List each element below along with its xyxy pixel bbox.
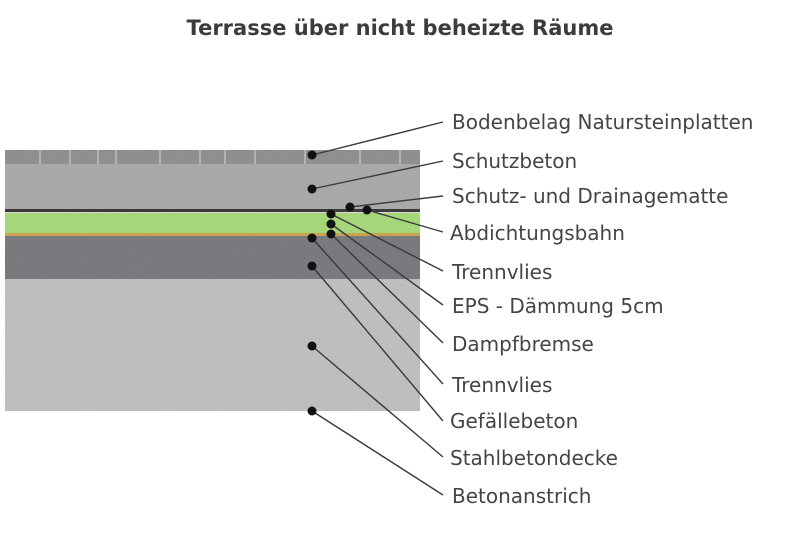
leader-lines (311, 121, 444, 496)
marker-dot (307, 184, 317, 194)
layer-trennvlies (5, 212, 420, 213)
leader-line (330, 213, 444, 272)
label-drainagematte: Schutz- und Drainagematte (452, 184, 728, 208)
marker-dot (307, 150, 317, 160)
leader-line (349, 195, 444, 208)
label-stahlbetondecke: Stahlbetondecke (450, 446, 618, 470)
diagram-title: Terrasse über nicht beheizte Räume (186, 16, 614, 40)
leader-line (330, 223, 444, 306)
label-abdichtungsbahn: Abdichtungsbahn (450, 221, 625, 245)
label-trennvlies-upper: Trennvlies (451, 260, 552, 284)
marker-dots (307, 150, 372, 416)
leader-line (311, 410, 444, 496)
marker-dot (326, 229, 336, 239)
layer-labels: Bodenbelag Natursteinplatten Schutzbeton… (450, 110, 753, 508)
label-dampfbremse: Dampfbremse (452, 332, 594, 356)
label-eps-daemmung: EPS - Dämmung 5cm (452, 294, 664, 318)
marker-dot (307, 341, 317, 351)
label-trennvlies-lower: Trennvlies (451, 373, 552, 397)
leader-line (366, 209, 444, 233)
marker-dot (345, 202, 355, 212)
leader-line (311, 265, 444, 422)
label-schutzbeton: Schutzbeton (452, 149, 577, 173)
layer-stack (5, 150, 420, 411)
label-bodenbelag: Bodenbelag Natursteinplatten (452, 110, 753, 134)
leader-line (311, 237, 444, 385)
layer-abdichtungsbahn (5, 209, 420, 212)
layer-dampfbremse (5, 233, 420, 236)
marker-dot (307, 406, 317, 416)
marker-dot (307, 233, 317, 243)
leader-line (311, 345, 444, 458)
leader-line (311, 160, 444, 190)
marker-dot (326, 219, 336, 229)
marker-dot (307, 261, 317, 271)
leader-line (311, 121, 444, 156)
marker-dot (362, 205, 372, 215)
marker-dot (326, 209, 336, 219)
layer-eps-daemmung (5, 213, 420, 233)
label-betonanstrich: Betonanstrich (452, 484, 591, 508)
label-gefaellebeton: Gefällebeton (450, 409, 578, 433)
paving-joints (39, 150, 401, 164)
leader-line (330, 233, 444, 344)
